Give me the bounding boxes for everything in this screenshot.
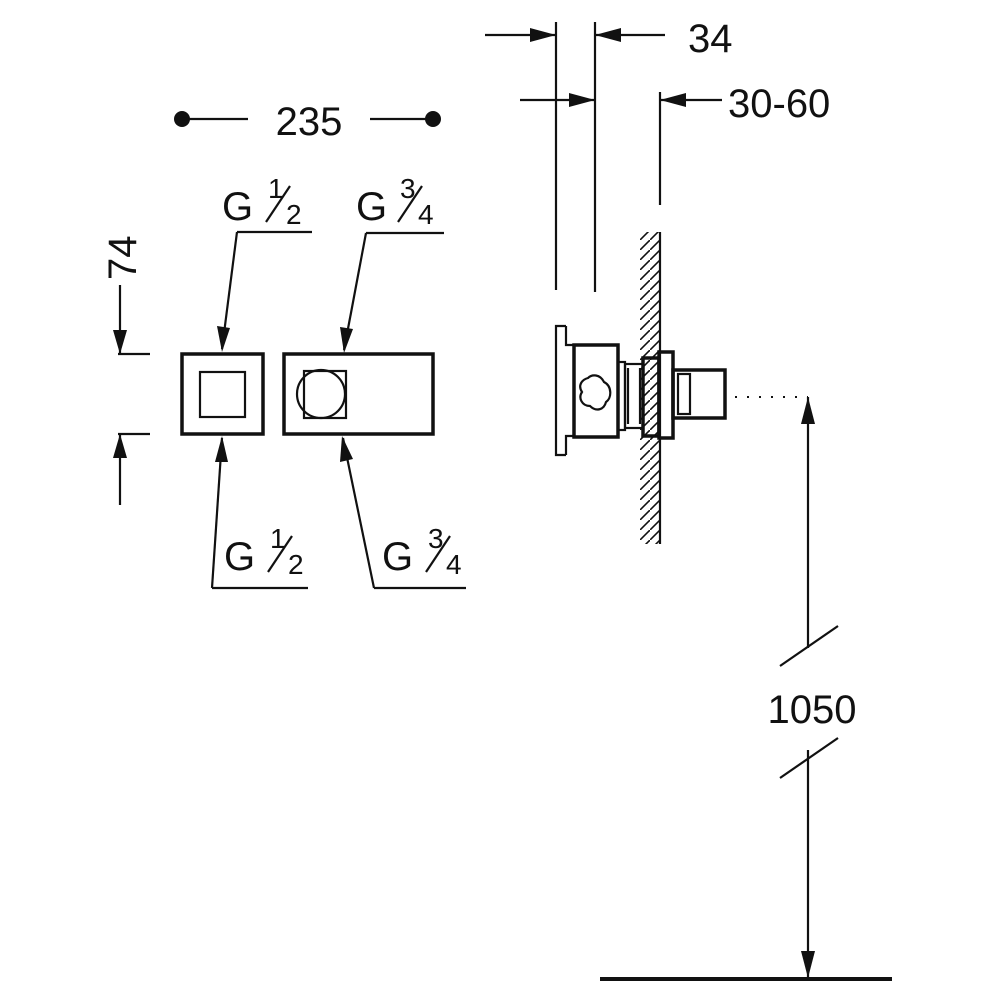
width-value: 235 [276,100,343,144]
right-outlet-body [282,352,435,436]
label-bottom-left-num: 1 [270,523,286,554]
mount-height-value: 1050 [768,688,857,732]
label-top-left-den: 2 [286,199,302,230]
height-value: 74 [101,236,145,281]
label-bottom-left: G 1 2 [210,436,308,590]
width-dimension: 235 [174,100,441,144]
label-bottom-left-den: 2 [288,549,304,580]
label-bottom-right-letter: G [382,535,413,579]
label-top-right-num: 3 [400,173,416,204]
left-outlet-body [180,352,265,436]
mount-height-dimension: 1050 [768,397,857,978]
label-top-right-letter: G [356,185,387,229]
label-bottom-right: G 3 4 [340,436,466,590]
depth-dimension: 34 [485,17,733,292]
label-top-left: G 1 2 [217,173,312,352]
label-top-left-num: 1 [268,173,284,204]
wall-range-dimension: 30-60 [520,82,830,205]
label-bottom-right-den: 4 [446,549,462,580]
label-top-left-letter: G [222,185,253,229]
label-top-right-den: 4 [418,199,434,230]
valve-side-profile [554,324,727,457]
wall-range-value: 30-60 [728,82,830,126]
label-bottom-left-letter: G [224,535,255,579]
label-top-right: G 3 4 [340,173,444,353]
depth-value: 34 [688,17,733,61]
height-dimension: 74 [101,236,150,505]
label-bottom-right-num: 3 [428,523,444,554]
